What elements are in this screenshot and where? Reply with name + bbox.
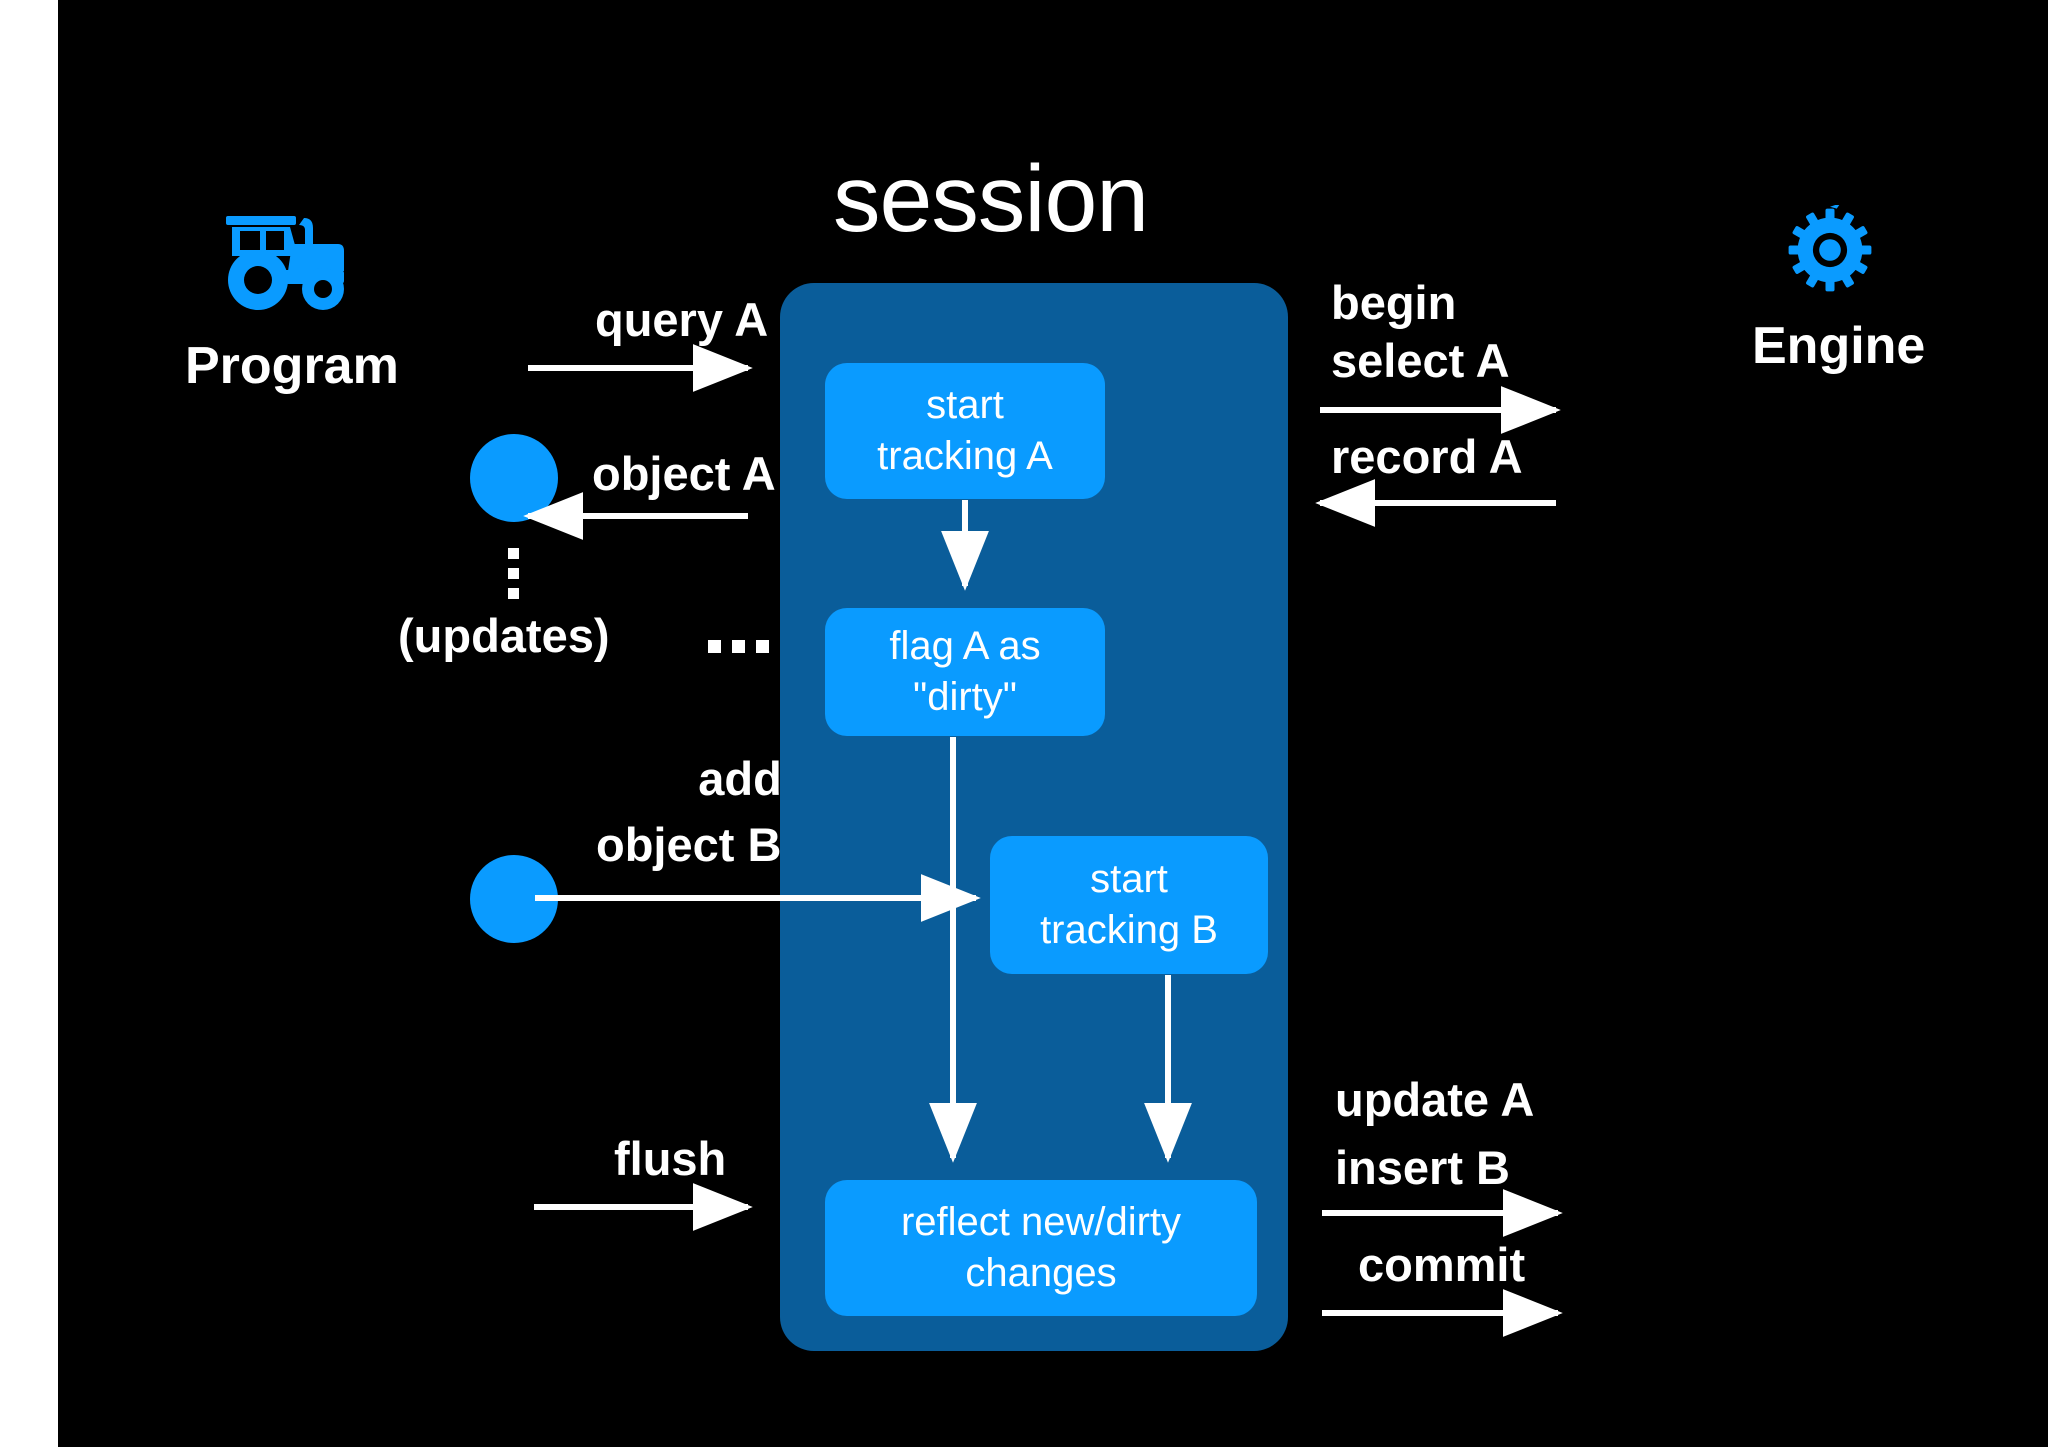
step-label: start tracking B xyxy=(1040,854,1218,956)
message-label-object-b: object B xyxy=(596,818,782,871)
gear-icon xyxy=(1785,205,1875,295)
tractor-icon xyxy=(218,210,358,320)
message-label-insert-b: insert B xyxy=(1335,1141,1510,1194)
message-label-flush: flush xyxy=(614,1132,727,1185)
vertical-ellipsis-icon xyxy=(508,548,519,599)
updates-label: (updates) xyxy=(398,609,610,662)
horizontal-ellipsis-icon xyxy=(708,640,769,653)
step-box-reflect-changes: reflect new/dirty changes xyxy=(825,1180,1257,1316)
step-line-1: flag A as xyxy=(889,623,1041,668)
step-box-start-tracking-a: start tracking A xyxy=(825,363,1105,499)
actor-label-program: Program xyxy=(185,337,399,395)
step-line-2: tracking A xyxy=(877,434,1053,478)
page-title: session xyxy=(833,146,1149,252)
step-line-1: start xyxy=(926,382,1004,427)
step-line-2: changes xyxy=(965,1251,1117,1295)
message-label-record-a: record A xyxy=(1331,430,1523,483)
message-label-add: add xyxy=(698,752,782,805)
slide-canvas: session xyxy=(58,0,2048,1447)
step-line-2: "dirty" xyxy=(913,675,1017,719)
message-label-commit: commit xyxy=(1358,1238,1526,1291)
message-label-query-a: query A xyxy=(595,293,769,346)
message-label-object-a: object A xyxy=(592,447,776,500)
step-label: flag A as "dirty" xyxy=(889,621,1040,723)
step-line-2: tracking B xyxy=(1040,908,1218,952)
step-line-1: reflect new/dirty xyxy=(900,1199,1182,1244)
message-label-select-a: select A xyxy=(1331,334,1510,387)
object-b-dot xyxy=(470,855,558,943)
message-label-update-a: update A xyxy=(1335,1073,1535,1126)
step-box-flag-a-dirty: flag A as "dirty" xyxy=(825,608,1105,736)
step-label: start tracking A xyxy=(877,380,1053,482)
step-line-1: start xyxy=(1090,856,1168,901)
step-label: reflect new/dirty changes xyxy=(901,1197,1181,1299)
message-label-begin: begin xyxy=(1331,276,1457,329)
actor-label-engine: Engine xyxy=(1752,317,1926,375)
object-a-dot xyxy=(470,434,558,522)
step-box-start-tracking-b: start tracking B xyxy=(990,836,1268,974)
